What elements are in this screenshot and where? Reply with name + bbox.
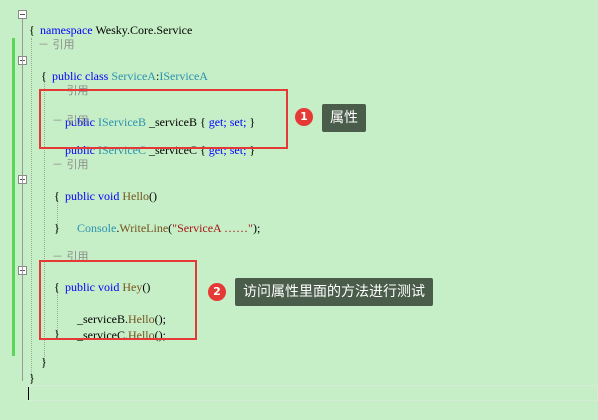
code-line-brace[interactable]: {: [41, 68, 47, 84]
keyword: class: [85, 69, 109, 83]
interface-name: IServiceA: [159, 69, 208, 83]
ref-label: － 引用: [52, 158, 89, 171]
punctuation: ();: [154, 328, 166, 342]
annotation-callout-2: 访问属性里面的方法进行测试: [235, 278, 433, 306]
keyword: set;: [229, 143, 247, 157]
indent-guide: [31, 38, 32, 378]
annotation-badge-2: 2: [208, 283, 226, 301]
indent-guide: [57, 200, 58, 232]
code-line-brace[interactable]: }: [41, 354, 47, 370]
highlight-box-hey-method: [39, 260, 197, 340]
keyword: void: [98, 280, 120, 294]
keyword: void: [98, 189, 120, 203]
brace: }: [41, 355, 47, 369]
property-name: _serviceB: [148, 115, 197, 129]
method-name: Hello: [127, 312, 155, 326]
fold-toggle-namespace[interactable]: [18, 10, 27, 19]
keyword: public: [52, 69, 82, 83]
code-line-brace[interactable]: }: [54, 326, 60, 342]
code-line-brace[interactable]: {: [54, 279, 60, 295]
method-name: WriteLine: [119, 221, 169, 235]
field-access: _serviceB.: [77, 312, 128, 326]
brace: {: [54, 189, 60, 203]
reference-count[interactable]: － 引用: [38, 38, 75, 52]
string-literal: "ServiceA ……": [172, 221, 253, 235]
punctuation: ();: [154, 312, 166, 326]
code-line-property-b[interactable]: public IServiceB _serviceB { get; set; }: [65, 115, 256, 129]
indent-guide: [44, 80, 45, 363]
brace: {: [41, 69, 47, 83]
brace: {: [54, 280, 60, 294]
brace: {: [29, 23, 35, 37]
change-bar: [12, 38, 15, 356]
type-name: IServiceB: [98, 115, 146, 129]
type-name: Console: [77, 221, 117, 235]
ref-label: － 引用: [52, 114, 89, 127]
code-line-call-b[interactable]: _serviceB.Hello();: [65, 295, 166, 326]
punctuation: );: [252, 221, 261, 235]
highlight-box-properties: [39, 89, 288, 149]
keyword: get;: [208, 143, 227, 157]
namespace-name: Wesky.Core.Service: [95, 23, 193, 37]
method-name: Hello: [122, 189, 150, 203]
code-line-writeline[interactable]: Console.WriteLine("ServiceA ……");: [77, 221, 261, 235]
indent-guide: [57, 291, 58, 334]
code-line-brace[interactable]: }: [54, 220, 60, 236]
ref-label: － 引用: [38, 38, 75, 51]
parens: (): [149, 189, 158, 203]
code-line-brace[interactable]: {: [54, 188, 60, 204]
fold-line: [22, 19, 23, 381]
code-line-hello[interactable]: public void Hello(): [53, 172, 157, 203]
code-line-class[interactable]: public class ServiceA:IServiceA: [52, 69, 208, 83]
code-line-property-c[interactable]: public IServiceC _serviceC { get; set; }: [65, 143, 256, 157]
keyword: get;: [208, 115, 227, 129]
brace: }: [54, 221, 60, 235]
ref-label: － 引用: [52, 250, 89, 263]
keyword: set;: [229, 115, 247, 129]
code-line-brace[interactable]: }: [29, 370, 35, 386]
class-name: ServiceA: [111, 69, 156, 83]
keyword: public: [65, 189, 95, 203]
annotation-badge-1: 1: [295, 108, 313, 126]
keyword: public: [65, 280, 95, 294]
type-name: IServiceC: [98, 143, 146, 157]
reference-count[interactable]: － 引用: [52, 114, 89, 128]
parens: (): [142, 280, 151, 294]
keyword: public: [65, 115, 95, 129]
current-line-highlight: [28, 385, 598, 401]
annotation-callout-1: 属性: [322, 104, 366, 132]
brace: }: [54, 327, 60, 341]
reference-count[interactable]: － 引用: [52, 250, 89, 264]
code-line-namespace[interactable]: namespace Wesky.Core.Service: [28, 6, 192, 37]
keyword: namespace: [40, 23, 93, 37]
code-line-hey[interactable]: public void Hey(): [53, 263, 150, 294]
method-name: Hey: [122, 280, 143, 294]
keyword: public: [65, 143, 95, 157]
brace: }: [29, 371, 35, 385]
reference-count[interactable]: － 引用: [52, 158, 89, 172]
property-name: _serviceC: [148, 143, 197, 157]
code-line-brace[interactable]: {: [29, 22, 35, 38]
text-cursor: [28, 387, 29, 400]
